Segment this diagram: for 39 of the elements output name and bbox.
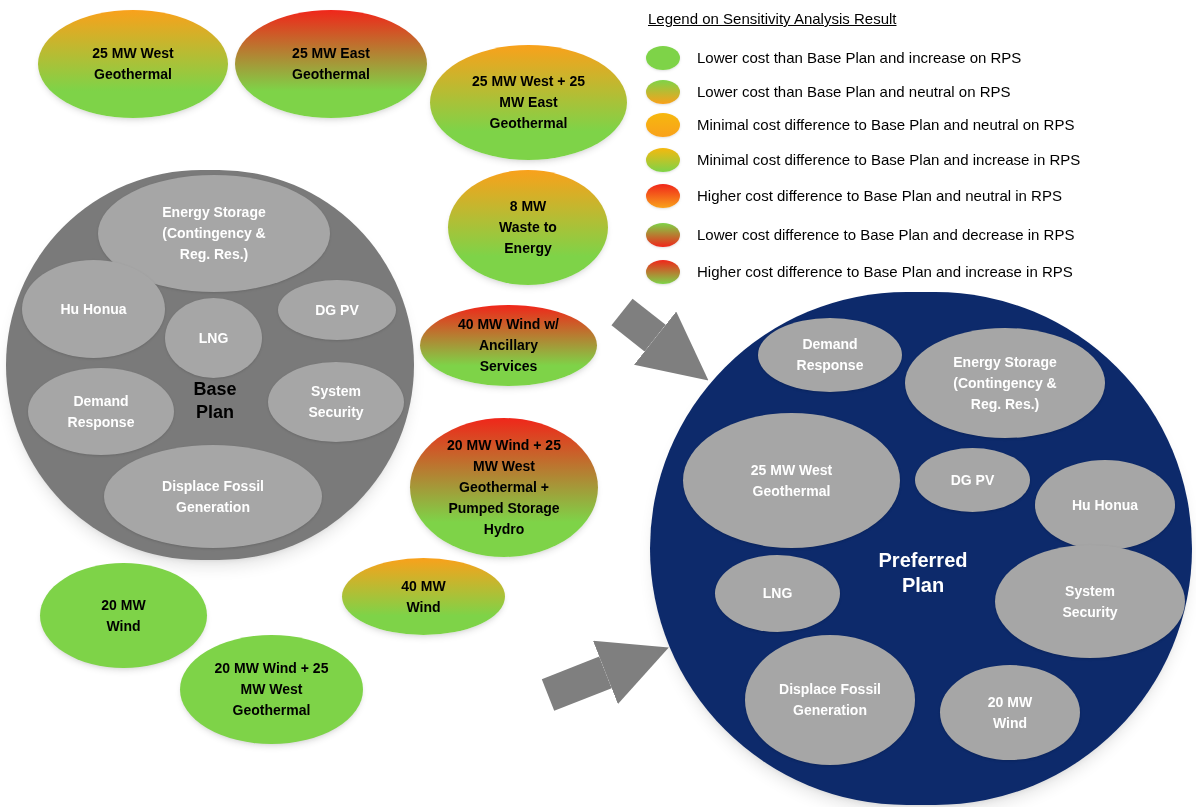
node-label: Energy Storage (Contingency & Reg. Res.)	[952, 352, 1058, 414]
legend-text: Lower cost than Base Plan and increase on RPS	[697, 47, 1022, 68]
node-label: 40 MW Wind	[400, 576, 447, 617]
legend-text: Lower cost difference to Base Plan and decrease in RPS	[697, 224, 1075, 245]
legend-text: Higher cost difference to Base Plan and neutral in RPS	[697, 185, 1062, 206]
node-label: 20 MW Wind	[986, 692, 1034, 733]
legend-title: Legend on Sensitivity Analysis Result	[648, 9, 897, 29]
node-label: Hu Honua	[1070, 495, 1140, 515]
node-label: DG PV	[949, 470, 996, 490]
block-arrow	[541, 640, 669, 711]
legend-text: Lower cost than Base Plan and neutral on RPS	[697, 81, 1011, 102]
node-label: Energy Storage (Contingency & Reg. Res.)	[161, 203, 267, 264]
legend-text: Minimal cost difference to Base Plan and neutral on RPS	[697, 114, 1075, 135]
node-label: 25 MW East Geothermal	[291, 44, 371, 84]
node-label: LNG	[761, 584, 794, 603]
node-label: 25 MW West Geothermal	[91, 44, 175, 84]
node-label: 20 MW Wind + 25 MW West Geothermal + Pumped Storage Hydro	[446, 436, 562, 539]
node-label: Displace Fossil Generation	[161, 476, 265, 517]
node-label: System Security	[307, 382, 365, 422]
component-ellipse	[278, 280, 396, 340]
block-arrow	[611, 298, 709, 381]
node-label: 8 MW Waste to Energy	[498, 197, 558, 258]
legend-text: Minimal cost difference to Base Plan and increase in RPS	[697, 149, 1081, 170]
node-label: LNG	[197, 328, 230, 348]
node-label: Displace Fossil Generation	[778, 680, 882, 720]
node-label: System Security	[1061, 581, 1119, 622]
node-label: 40 MW Wind w/ Ancillary Services	[457, 315, 560, 376]
legend-text: Higher cost difference to Base Plan and increase in RPS	[697, 261, 1073, 282]
node-label: DG PV	[314, 300, 360, 320]
node-label: Demand Response	[795, 335, 865, 375]
plan-label: Preferred Plan	[877, 548, 969, 598]
component-ellipse	[758, 318, 902, 392]
node-label: 20 MW Wind	[100, 595, 147, 636]
node-label: Demand Response	[66, 391, 136, 432]
node-label: 25 MW West Geothermal	[749, 460, 834, 501]
plan-label: Base Plan	[192, 378, 238, 423]
node-label: 25 MW West + 25 MW East Geothermal	[471, 72, 586, 133]
node-label: Hu Honua	[59, 299, 128, 319]
node-label: 20 MW Wind + 25 MW West Geothermal	[213, 659, 330, 720]
